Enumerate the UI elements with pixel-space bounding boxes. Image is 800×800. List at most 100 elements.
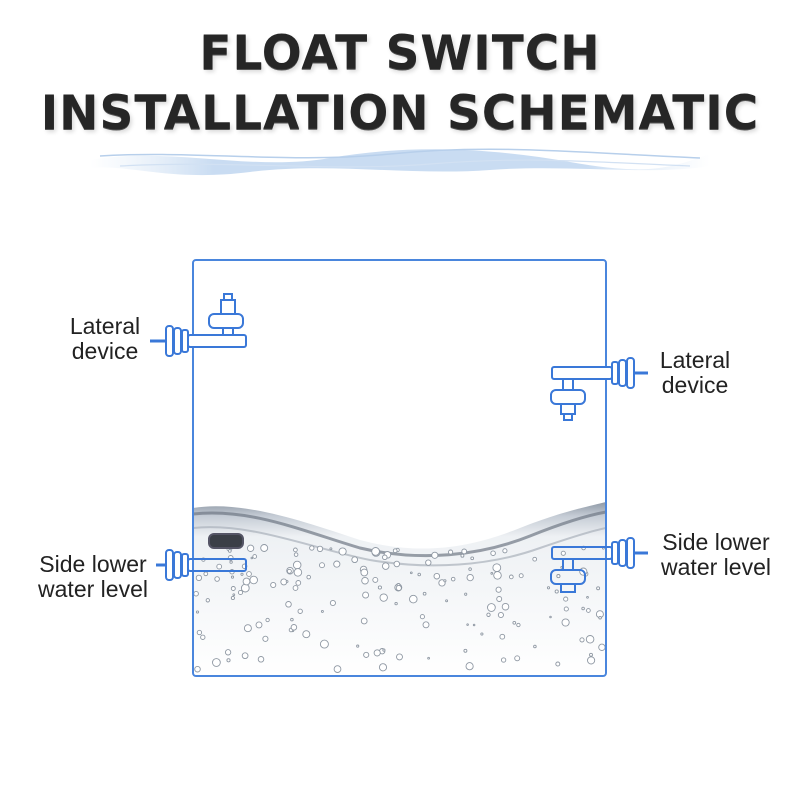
bubble <box>246 571 252 577</box>
float-switch-bottom-left <box>156 533 247 581</box>
bubble <box>249 575 258 585</box>
bubble <box>265 617 270 623</box>
bubble <box>596 586 601 591</box>
bubble <box>598 615 602 620</box>
bubble <box>532 556 538 562</box>
bubble <box>409 594 418 604</box>
bubble <box>309 545 315 551</box>
bubble <box>262 635 269 642</box>
label-bottom-left: Side lower water level <box>28 552 158 602</box>
bubble <box>292 560 302 570</box>
bubble <box>229 560 233 564</box>
bubble <box>422 621 430 629</box>
bubble <box>499 633 506 640</box>
bubble <box>419 614 425 620</box>
bubble <box>292 585 299 591</box>
title-line-2: INSTALLATION SCHEMATIC <box>40 86 760 141</box>
bubble <box>445 599 449 603</box>
bubble <box>546 586 551 590</box>
bubble <box>466 623 469 626</box>
float-switch-top-left <box>150 293 247 357</box>
label-bottom-right-line-2: water level <box>661 554 771 580</box>
bubble <box>226 658 231 663</box>
label-top-left: Lateral device <box>64 314 146 364</box>
label-top-left-line-1: Lateral <box>69 313 141 339</box>
bubble <box>237 589 244 596</box>
water-body <box>193 502 606 676</box>
bubble <box>257 656 265 663</box>
bubble <box>518 573 524 579</box>
bubble <box>316 545 324 553</box>
bubble <box>196 629 203 636</box>
bubble <box>200 634 206 640</box>
bubble <box>227 549 232 553</box>
bubble <box>496 596 503 602</box>
bubble <box>556 574 561 579</box>
bubble <box>194 665 201 673</box>
bubble <box>516 622 521 628</box>
bubble <box>587 656 596 665</box>
bubble <box>333 560 341 568</box>
bubble <box>241 652 249 660</box>
bubble <box>260 544 269 552</box>
bubble <box>425 559 432 566</box>
bubble <box>319 639 329 649</box>
bubble <box>356 644 360 648</box>
bubble <box>586 595 589 599</box>
bubble <box>490 550 496 556</box>
bubble <box>302 630 311 639</box>
label-bottom-left-line-1: Side lower <box>39 551 147 577</box>
bubble <box>464 592 468 596</box>
bubble <box>297 608 303 614</box>
bubble <box>586 608 591 613</box>
bubble <box>497 611 504 619</box>
bubble <box>252 554 258 559</box>
bubble <box>320 609 324 613</box>
bubble <box>422 591 427 596</box>
bubble <box>461 548 468 555</box>
bubble <box>502 548 508 554</box>
bubble <box>214 576 220 582</box>
bubble <box>230 595 235 601</box>
label-top-right-line-2: device <box>661 372 729 398</box>
label-bottom-right-line-1: Side lower <box>662 529 770 555</box>
bubble <box>362 591 370 599</box>
label-bottom-right: Side lower water level <box>651 530 781 580</box>
bubble <box>295 580 302 586</box>
bubble <box>581 606 585 611</box>
label-top-left-line-2: device <box>71 338 139 364</box>
bubble <box>472 623 476 627</box>
bubble <box>230 575 235 579</box>
bubble <box>372 576 379 583</box>
bubble <box>433 572 441 580</box>
bubble <box>306 574 311 580</box>
bubble <box>431 551 439 559</box>
bubble <box>329 599 336 607</box>
bubble <box>554 589 559 594</box>
bubble <box>598 643 606 651</box>
bubble <box>394 601 398 606</box>
water-wave-decoration <box>90 148 710 176</box>
bubble <box>589 652 593 657</box>
bubble <box>514 655 521 662</box>
bubble <box>232 593 236 597</box>
bubble <box>508 574 514 580</box>
bubble <box>417 572 421 577</box>
bubble <box>392 548 398 554</box>
bubble <box>549 615 552 619</box>
bubble <box>293 547 298 553</box>
bubble <box>448 549 454 555</box>
bubble <box>195 610 200 614</box>
bubble <box>338 547 347 556</box>
bubble <box>555 661 561 667</box>
label-bottom-left-line-2: water level <box>38 576 148 602</box>
bubble <box>480 632 484 636</box>
bubble <box>212 658 221 667</box>
bubble <box>468 567 472 571</box>
bubble <box>193 590 199 597</box>
bubble <box>470 556 475 561</box>
bubble <box>512 620 517 625</box>
bubble <box>579 637 585 643</box>
bubble <box>361 576 369 585</box>
